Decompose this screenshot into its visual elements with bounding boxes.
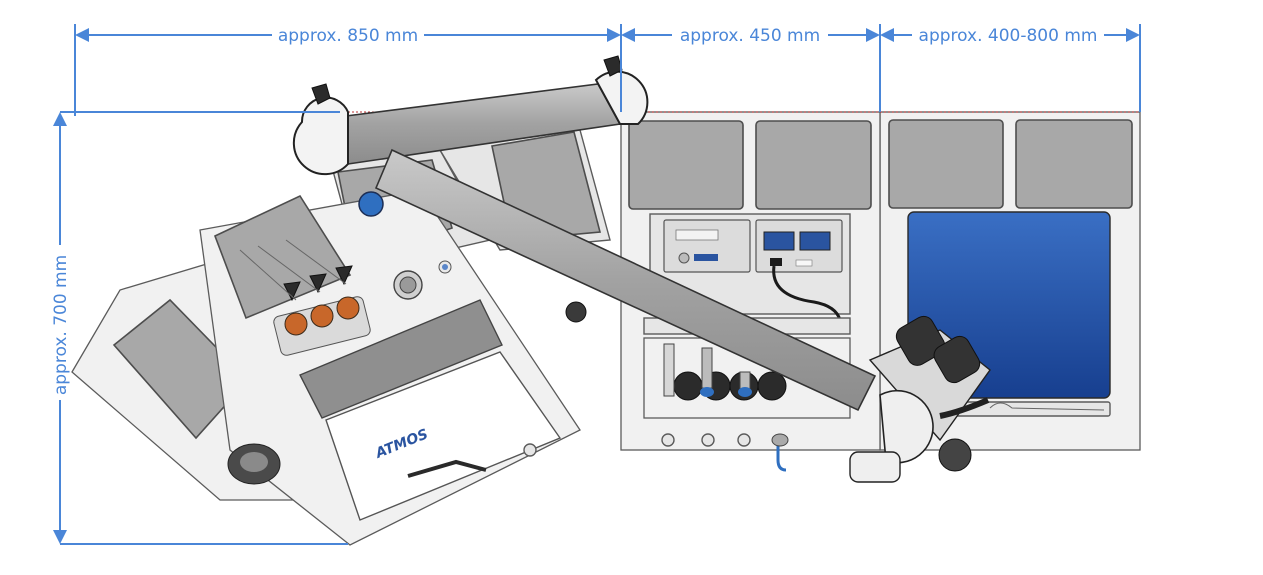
right-cabinet-drawer-2 (1015, 119, 1133, 209)
dimension-width-main: approx. 850 mm (278, 26, 418, 46)
blue-knob (358, 191, 384, 217)
right-cabinet-drawer-1 (888, 119, 1004, 209)
instrument-holders (663, 343, 787, 401)
dimension-width-middle: approx. 450 mm (680, 26, 820, 46)
microscope-head (849, 315, 991, 483)
handpiece-holder (407, 459, 487, 478)
bottom-hooks (661, 433, 789, 472)
arm-knob (565, 301, 587, 323)
front-panel (325, 351, 562, 521)
middle-cabinet-drawer-1 (628, 120, 744, 210)
main-unit: ATMOS (71, 129, 611, 546)
instrument-tray (239, 239, 371, 356)
light-source-device (663, 219, 751, 273)
dimension-width-right: approx. 400-800 mm (919, 26, 1098, 46)
dimension-depth: approx. 700 mm (51, 255, 71, 395)
middle-cabinet-drawer-2 (755, 120, 872, 210)
dimension-lines: approx. 850 mm approx. 450 mm approx. 40… (51, 24, 1141, 545)
lower-arm (374, 148, 877, 412)
device-cable (772, 265, 842, 321)
